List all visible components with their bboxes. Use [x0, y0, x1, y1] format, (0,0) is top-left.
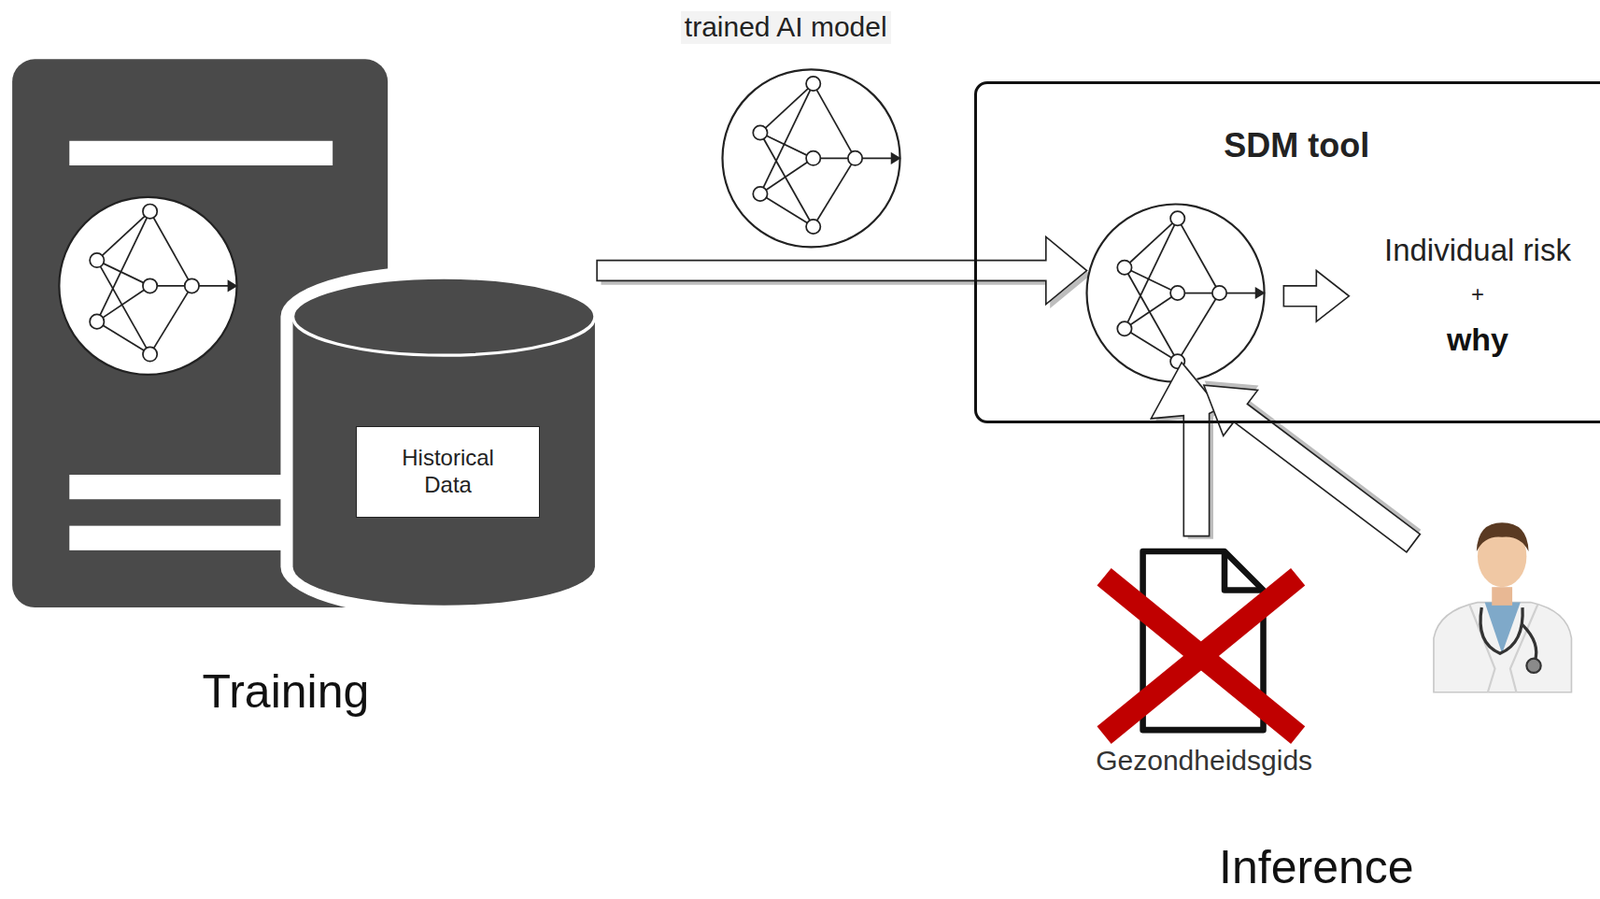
document-label: Gezondheidsgids — [1091, 744, 1317, 778]
output-label: Individual risk — [1380, 232, 1575, 269]
hollow-arrow — [1283, 270, 1349, 323]
output-label: + — [1467, 281, 1488, 308]
data-box: Historical Data — [355, 425, 540, 518]
neural-net-icon — [722, 69, 901, 247]
hollow-arrow — [1185, 357, 1433, 567]
output-label: why — [1443, 321, 1513, 358]
red-cross — [1104, 576, 1299, 735]
phase-label: Inference — [1215, 840, 1417, 895]
database-cylinder — [280, 265, 608, 618]
model-label: trained AI model — [680, 11, 892, 44]
node-text: Historical Data — [382, 444, 514, 499]
doctor-icon — [1433, 522, 1572, 692]
neural-net-icon — [1087, 204, 1266, 383]
hollow-arrow — [596, 236, 1091, 308]
node-text: SDM tool — [1223, 125, 1370, 166]
phase-label: Training — [198, 665, 374, 720]
